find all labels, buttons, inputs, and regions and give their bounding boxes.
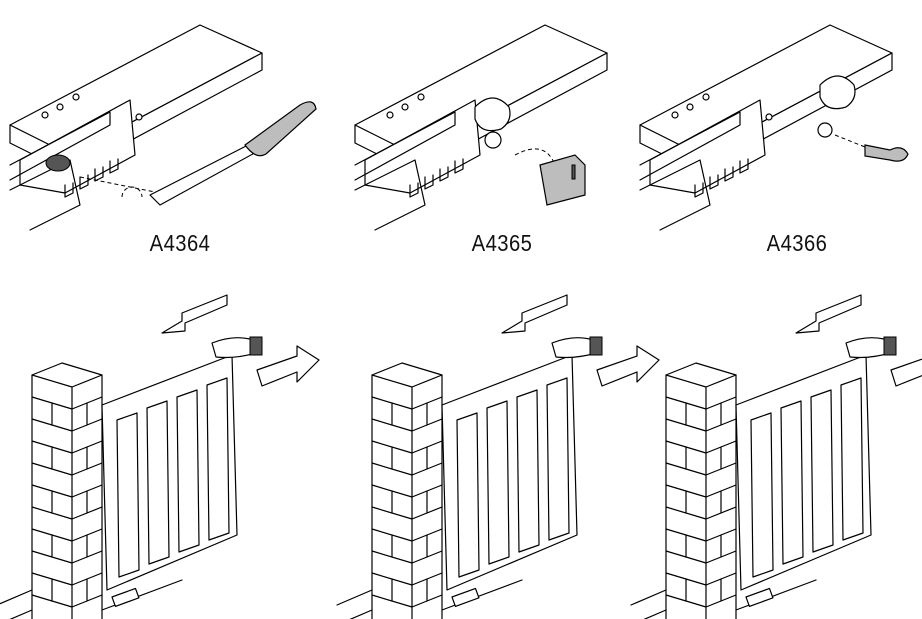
caption-a4364: A4364 bbox=[149, 230, 211, 256]
gate-illustration-1 bbox=[0, 294, 320, 619]
caption-a4365: A4365 bbox=[471, 230, 533, 256]
rail-release-panel-2 bbox=[354, 24, 608, 231]
gate-illustration-3 bbox=[630, 294, 922, 619]
gate-illustration-2 bbox=[336, 294, 660, 619]
caption-a4366: A4366 bbox=[766, 230, 828, 256]
rail-release-panel-3 bbox=[639, 24, 909, 231]
rail-release-panel-1 bbox=[9, 24, 317, 231]
